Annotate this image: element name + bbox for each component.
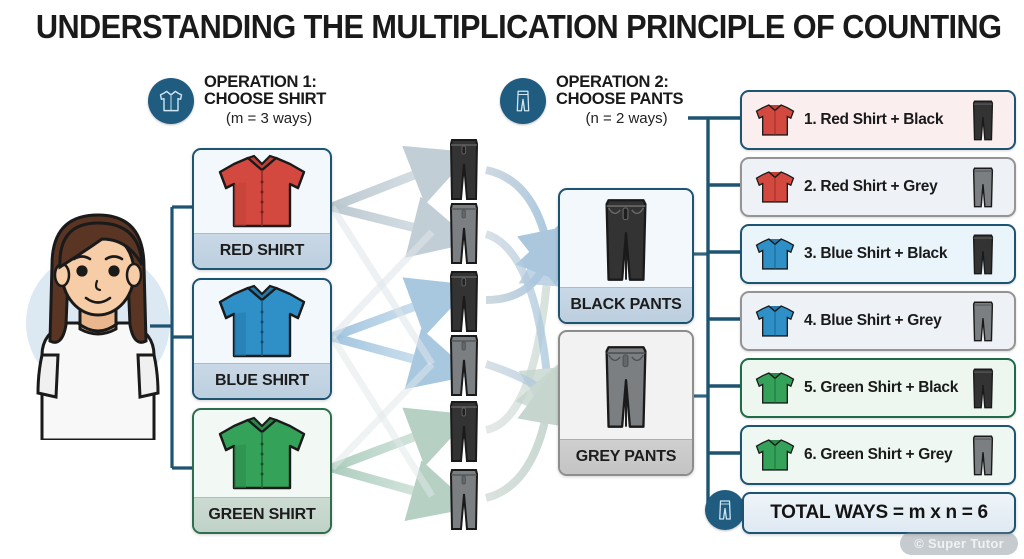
shirt-card-green-label: GREEN SHIRT (194, 497, 330, 532)
pants-card-grey-label: GREY PANTS (560, 439, 692, 474)
combination-row[interactable]: 2. Red Shirt + Grey (740, 157, 1016, 217)
operation-1-line1: OPERATION 1: (204, 73, 317, 91)
green-shirt-illustration (194, 410, 330, 498)
operation-2-line1: OPERATION 2: (556, 73, 669, 91)
combination-label: 1. Red Shirt + Black (804, 111, 944, 128)
middle-pants-6 (444, 466, 484, 532)
black-pants-illustration (560, 190, 692, 288)
red-shirt-icon (752, 98, 798, 142)
shirt-card-blue[interactable]: BLUE SHIRT (192, 278, 332, 400)
operation-2-header: OPERATION 2: CHOOSE PANTS (n = 2 ways) (500, 73, 684, 127)
shirt-to-pants-arrows (329, 145, 474, 521)
middle-pants-1 (444, 136, 484, 202)
total-pants-icon (705, 490, 745, 530)
total-ways-bar: TOTAL WAYS = m x n = 6 (742, 492, 1016, 534)
operation-2-line2: CHOOSE PANTS (556, 90, 684, 109)
grey-pants-icon (966, 298, 1000, 344)
watermark: © Super Tutor (900, 532, 1018, 555)
pants-grouping-curves (484, 166, 575, 502)
shirt-card-green[interactable]: GREEN SHIRT (192, 408, 332, 534)
black-pants-icon (966, 97, 1000, 143)
middle-pants-3 (444, 268, 484, 334)
pants-card-black-label: BLACK PANTS (560, 287, 692, 322)
combination-label: 4. Blue Shirt + Grey (804, 312, 942, 329)
pants-card-black[interactable]: BLACK PANTS (558, 188, 694, 324)
blue-shirt-illustration (194, 280, 330, 364)
black-pants-icon (966, 365, 1000, 411)
blue-shirt-icon (752, 232, 798, 276)
page-title: UNDERSTANDING THE MULTIPLICATION PRINCIP… (35, 8, 1002, 45)
combination-row[interactable]: 1. Red Shirt + Black (740, 90, 1016, 150)
grey-pants-illustration (560, 332, 692, 440)
red-shirt-illustration (194, 150, 330, 234)
middle-pants-4 (444, 332, 484, 398)
middle-pants-5 (444, 398, 484, 464)
grey-pants-icon (966, 432, 1000, 478)
blue-shirt-icon (752, 299, 798, 343)
operation-1-header: OPERATION 1: CHOOSE SHIRT (m = 3 ways) (148, 73, 326, 127)
pants-icon (500, 78, 546, 124)
black-pants-icon (966, 231, 1000, 277)
combination-row[interactable]: 3. Blue Shirt + Black (740, 224, 1016, 284)
red-shirt-icon (752, 165, 798, 209)
combination-row[interactable]: 6. Green Shirt + Grey (740, 425, 1016, 485)
shirt-card-blue-label: BLUE SHIRT (194, 363, 330, 398)
pants-card-grey[interactable]: GREY PANTS (558, 330, 694, 476)
middle-pants-2 (444, 200, 484, 266)
shirt-icon (148, 78, 194, 124)
combination-label: 2. Red Shirt + Grey (804, 178, 938, 195)
combination-row[interactable]: 4. Blue Shirt + Grey (740, 291, 1016, 351)
person-illustration (8, 205, 183, 442)
combination-label: 6. Green Shirt + Grey (804, 446, 953, 463)
operation-1-line2: CHOOSE SHIRT (204, 90, 326, 109)
combination-label: 3. Blue Shirt + Black (804, 245, 948, 262)
green-shirt-icon (752, 366, 798, 410)
combination-label: 5. Green Shirt + Black (804, 379, 959, 396)
total-ways-text: TOTAL WAYS = m x n = 6 (770, 502, 988, 523)
operation-2-ways: (n = 2 ways) (585, 109, 668, 127)
shirt-card-red-label: RED SHIRT (194, 233, 330, 268)
results-trunk-connector (688, 116, 742, 513)
green-shirt-icon (752, 433, 798, 477)
shirt-card-red[interactable]: RED SHIRT (192, 148, 332, 270)
operation-1-ways: (m = 3 ways) (225, 109, 313, 127)
combination-row[interactable]: 5. Green Shirt + Black (740, 358, 1016, 418)
grey-pants-icon (966, 164, 1000, 210)
